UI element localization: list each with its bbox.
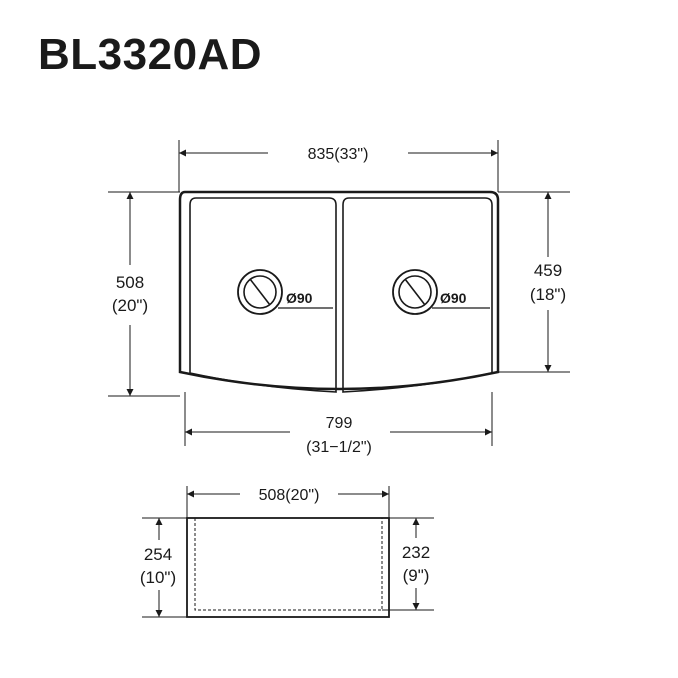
sink-outer-outline (178, 190, 500, 391)
left-bowl-outline (189, 197, 337, 393)
front-width-dimension (184, 392, 493, 446)
right-drain-diameter: Ø90 (440, 290, 467, 306)
front-width-in: (31−1/2") (306, 439, 372, 456)
inner-height-dimension (382, 517, 434, 611)
outer-height-dimension (142, 517, 187, 618)
right-drain (392, 269, 490, 315)
outer-height-mm: 254 (144, 545, 172, 564)
side-inner-outline (194, 518, 383, 611)
left-depth-mm: 508 (116, 273, 144, 292)
left-drain (237, 269, 333, 315)
bowl-depth-dimension (498, 191, 570, 373)
side-outer-outline (186, 517, 390, 618)
overall-width-dimension (178, 140, 499, 192)
overall-width-label: 835(33") (308, 146, 369, 163)
side-view: 508(20") 254 (10") 232 (9") (140, 486, 434, 618)
bowl-depth-in: (18") (530, 285, 566, 304)
left-depth-in: (20") (112, 296, 148, 315)
left-drain-diameter: Ø90 (286, 290, 313, 306)
right-bowl-outline (342, 197, 493, 393)
model-title: BL3320AD (38, 30, 263, 79)
bowl-depth-mm: 459 (534, 261, 562, 280)
front-width-mm: 799 (326, 415, 353, 432)
side-width-label: 508(20") (259, 487, 320, 504)
inner-height-mm: 232 (402, 543, 430, 562)
outer-height-in: (10") (140, 568, 176, 587)
inner-height-in: (9") (403, 566, 430, 585)
side-width-dimension (186, 486, 390, 518)
top-view: Ø90 Ø90 835(33") 508 (20") (108, 140, 570, 456)
left-depth-dimension (108, 191, 180, 397)
